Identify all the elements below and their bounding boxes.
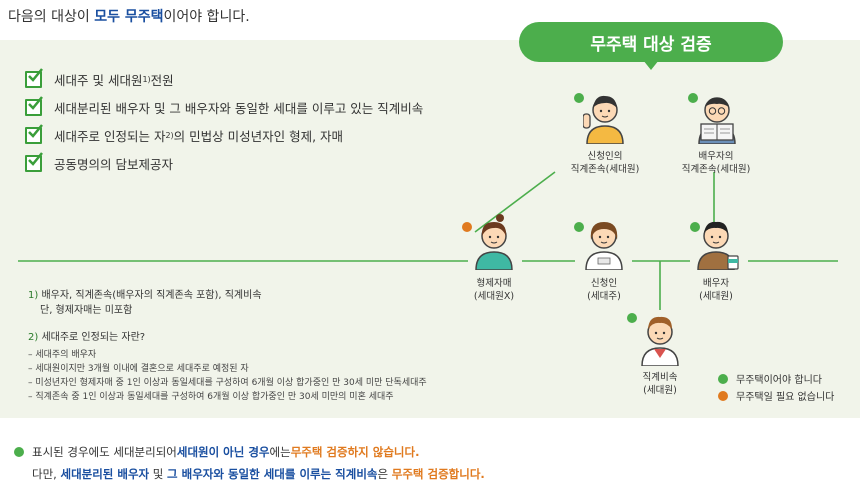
checklist-item: 세대분리된 배우자 및 그 배우자와 동일한 세대를 이루고 있는 직계비속 (25, 96, 424, 117)
person-label: 신청인(세대주) (587, 278, 621, 302)
badge-pointer (643, 60, 659, 70)
status-dot-orange (462, 222, 472, 232)
footnote-ref: 1) (142, 75, 151, 84)
person-applicant-icon (585, 222, 623, 270)
checklist-tail: 의 민법상 미성년자인 형제, 자매 (173, 129, 344, 144)
heading-emphasis: 모두 무주택 (94, 9, 164, 25)
status-dot-green (690, 222, 700, 232)
person-label: 배우자(세대원) (699, 278, 733, 302)
footnote-1: 1) 배우자, 직계존속(배우자의 직계존속 포함), 직계비속 (28, 290, 262, 301)
person-label: 직계비속(세대원) (642, 372, 678, 396)
status-dot-green (574, 93, 584, 103)
checklist-text: 세대주 및 세대원 (54, 73, 143, 88)
checklist-text: 세대분리된 배우자 및 그 배우자와 동일한 세대를 이루고 있는 직계비속 (54, 101, 424, 116)
person-applicant-parent-icon (583, 95, 624, 144)
checkbox-icon (25, 68, 43, 88)
checkbox-icon (25, 152, 43, 172)
heading-pre: 다음의 대상이 (8, 9, 95, 25)
checkbox-icon (25, 124, 43, 144)
page-heading: 다음의 대상이 모두 무주택이어야 합니다. (8, 6, 250, 26)
bottom-note-line2: 다만, 세대분리된 배우자 및 그 배우자와 동일한 세대를 이루는 직계비속은… (32, 467, 485, 481)
footnote-1-line2: 단, 형제자매는 미포함 (40, 305, 133, 316)
checklist-item: 공동명의의 담보제공자 (25, 152, 173, 173)
status-dot-green (627, 313, 637, 323)
legend-item-orange: 무주택일 필요 없습니다 (718, 388, 834, 403)
legend-item-green: 무주택이어야 합니다 (718, 371, 822, 386)
footnote-ref: 2) (165, 131, 174, 140)
footnote-2-item: – 미성년자인 형제자매 중 1인 이상과 동일세대를 구성하여 6개월 이상 … (28, 378, 427, 388)
status-dot-green (574, 222, 584, 232)
heading-post: 이어야 합니다. (163, 9, 250, 25)
person-spouse-icon (697, 221, 739, 270)
bullet-dot (14, 447, 24, 457)
verification-badge: 무주택 대상 검증 (519, 22, 783, 62)
checkbox-icon (25, 96, 43, 116)
status-dot-green (688, 93, 698, 103)
footnote-2: 2) 세대주로 인정되는 자란? (28, 332, 146, 343)
checklist-tail: 전원 (150, 73, 174, 88)
person-spouse-parent-icon (698, 97, 736, 144)
footnote-2-item: – 세대주의 배우자 (28, 350, 97, 360)
legend-green-dot (718, 373, 728, 384)
person-sibling-icon (475, 214, 513, 270)
person-descendant-icon (641, 316, 679, 366)
legend-orange-dot (718, 390, 728, 401)
person-label: 형제자매(세대원X) (473, 278, 515, 302)
checklist-text: 세대주로 인정되는 자 (54, 129, 166, 144)
checklist-text: 공동명의의 담보제공자 (54, 157, 173, 172)
footnote-2-item: – 직계존속 중 1인 이상과 동일세대를 구성하여 6개월 이상 합가중인 만… (28, 392, 394, 402)
footnote-2-item: – 세대원이지만 3개월 이내에 결혼으로 세대주로 예정된 자 (28, 364, 249, 374)
